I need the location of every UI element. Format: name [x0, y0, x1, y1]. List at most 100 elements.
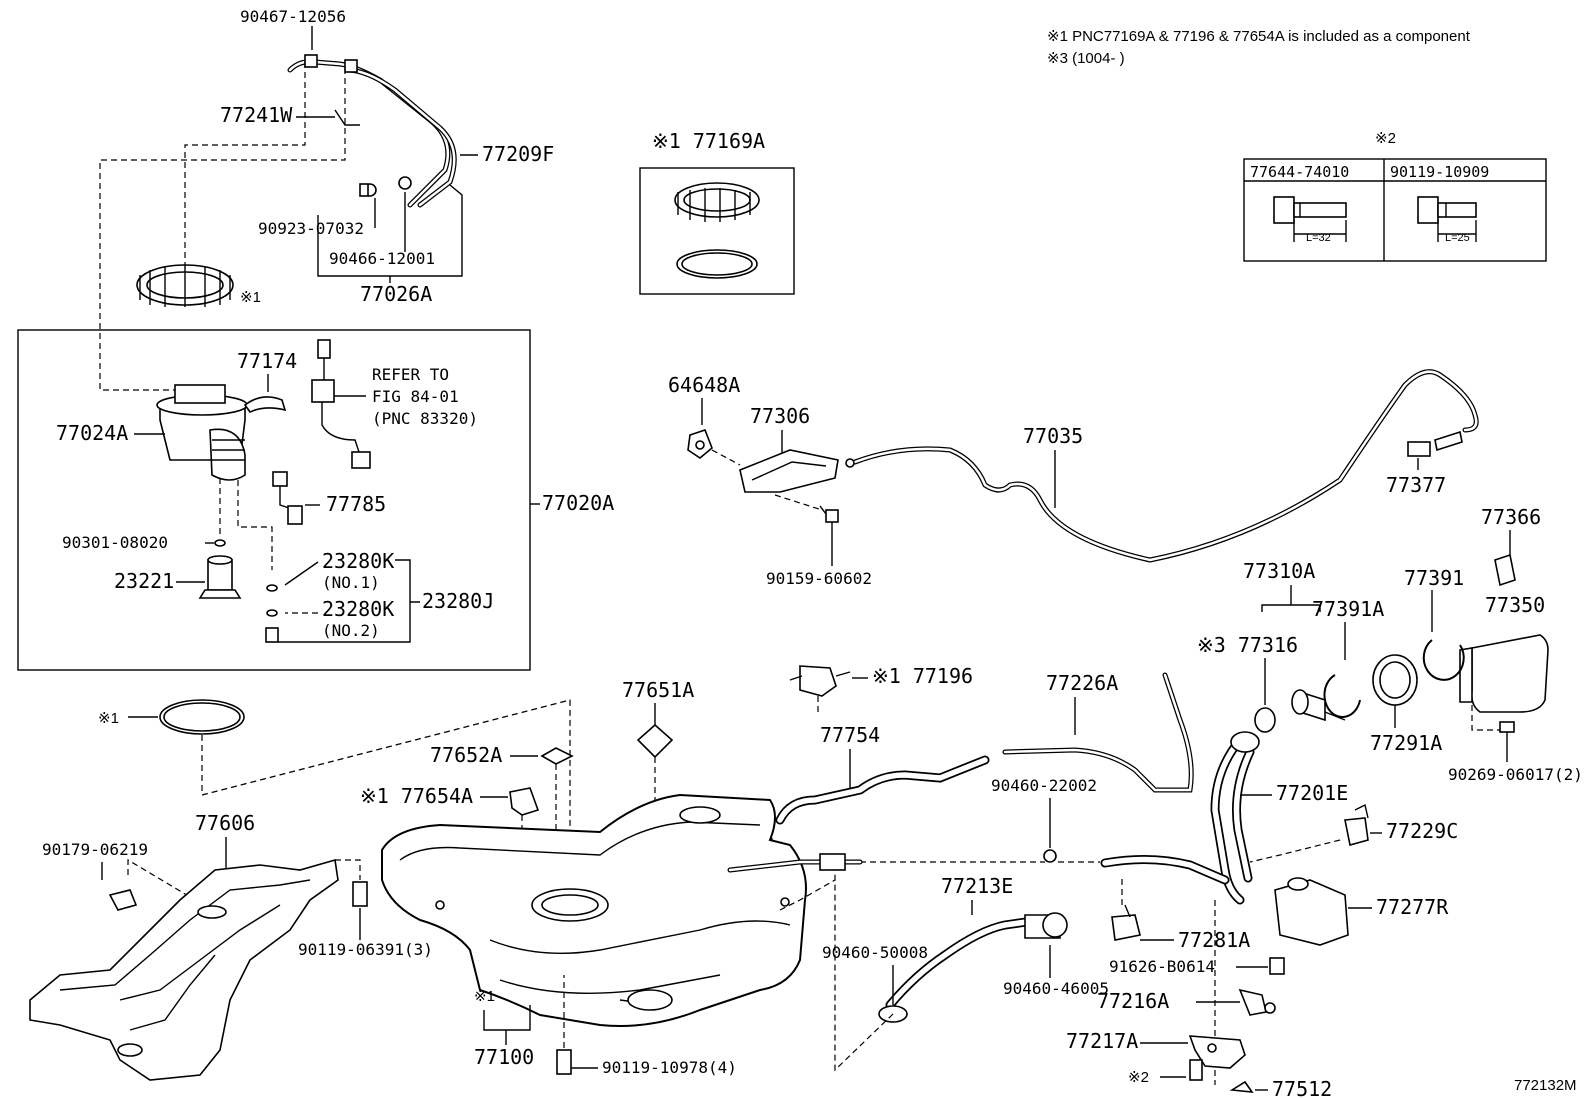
tank-protector-icon [29, 858, 339, 1081]
vent-tube-77226A-icon [1002, 672, 1194, 793]
label-77512: 77512 [1272, 1077, 1332, 1099]
refer-line-1: REFER TO [372, 365, 449, 384]
fuel-tank-icon [381, 793, 863, 1027]
lock-ring-icon [136, 264, 234, 307]
bolt-b-part-number: 90119-10909 [1390, 163, 1489, 181]
label-77306: 77306 [750, 404, 810, 428]
bracket-icon [243, 396, 287, 414]
label-77754: 77754 [820, 723, 880, 747]
vent-hose-77754-icon [775, 755, 990, 825]
clip-77366-icon [1494, 553, 1516, 587]
bolt-b-length: L=25 [1445, 232, 1470, 244]
label-77209F: 77209F [482, 142, 554, 166]
label-77377: 77377 [1386, 473, 1446, 497]
label-90923-07032: 90923-07032 [258, 219, 364, 238]
label-77024A: 77024A [56, 421, 128, 445]
label-90269-06017: 90269-06017(2) [1448, 765, 1583, 784]
clip-77512-icon [1229, 1080, 1254, 1093]
label-77391: 77391 [1404, 566, 1464, 590]
filler-pipe-icon [1100, 731, 1260, 905]
pad-77652A-icon [540, 747, 574, 765]
clip-64648A-icon [687, 429, 713, 459]
clamp-77216A-icon [1238, 988, 1276, 1016]
label-77226A: 77226A [1046, 671, 1118, 695]
clip-icon [359, 176, 412, 197]
label-77785: 77785 [326, 492, 386, 516]
label-90301-08020: 90301-08020 [62, 533, 168, 552]
label-23280K-no1-sub: (NO.1) [322, 573, 380, 592]
pad-77651A-icon [636, 723, 674, 759]
label-77350: 77350 [1485, 593, 1545, 617]
filler-protector-icon [1274, 877, 1349, 946]
bolt-table: 77644-74010 90119-10909 L=32 L=25 [1243, 158, 1547, 262]
label-23280K-no1: 23280K [322, 549, 394, 573]
bolt-90119-10978-icon [556, 1049, 572, 1075]
bolt-table-mark: ※2 [1375, 130, 1396, 147]
o-ring-no1-icon [266, 584, 278, 592]
label-90460-46005: 90460-46005 [1003, 979, 1109, 998]
label-77291A: 77291A [1370, 731, 1442, 755]
valve-icon [265, 627, 279, 643]
fuel-tube-icon [287, 54, 457, 208]
fuel-lid-icon [1459, 634, 1549, 713]
label-77310A: 77310A [1243, 559, 1315, 583]
refer-line-3: (PNC 83320) [372, 409, 478, 428]
bolt-b-icon [1417, 196, 1477, 242]
gasket-mark: ※1 [98, 710, 119, 727]
valve-77654A-icon [509, 787, 540, 816]
label-77316: ※3 77316 [1197, 633, 1298, 657]
clip-77281A-icon [1111, 904, 1141, 941]
bolt-a-part-number: 77644-74010 [1250, 163, 1349, 181]
label-23280K-no2: 23280K [322, 597, 394, 621]
bracket-77217A-icon [1188, 1035, 1246, 1069]
figure-code: 772132M [1514, 1077, 1577, 1094]
label-23280K-no2-sub: (NO.2) [322, 621, 380, 640]
seal-ring-icons [1323, 639, 1465, 718]
lock-ring-mark: ※1 [240, 289, 261, 306]
breather-hose-icon [885, 912, 1068, 1010]
label-90460-22002: 90460-22002 [991, 776, 1097, 795]
label-77169A: ※1 77169A [652, 129, 765, 153]
label-77174: 77174 [237, 349, 297, 373]
sender-wire-icon [272, 471, 303, 525]
fuel-pump-assembly-box [17, 329, 531, 671]
label-77606: 77606 [195, 811, 255, 835]
o-ring-no2-icon [266, 609, 278, 617]
tank-mark: ※1 [474, 988, 495, 1005]
opener-lever-icon [739, 449, 839, 493]
opener-cable-icon [845, 369, 1479, 563]
label-77366: 77366 [1481, 505, 1541, 529]
label-77026A: 77026A [360, 282, 432, 306]
screw-90269-icon [1499, 721, 1515, 733]
note-component: ※1 PNC77169A & 77196 & 77654A is include… [1047, 28, 1471, 45]
label-23221: 23221 [114, 569, 174, 593]
label-90467-12056: 90467-12056 [240, 7, 346, 26]
label-77391A: 77391A [1312, 597, 1384, 621]
label-77196: ※1 77196 [872, 664, 973, 688]
fuel-filter-icon [198, 555, 242, 599]
label-77241W: 77241W [220, 103, 293, 127]
label-77020A: 77020A [542, 491, 614, 515]
bolt-a-length: L=32 [1306, 232, 1331, 244]
label-90119-10978: 90119-10978(4) [602, 1058, 737, 1077]
label-77281A: 77281A [1178, 928, 1250, 952]
bolt-a-icon [1273, 196, 1347, 242]
bracket-mark: ※2 [1128, 1069, 1149, 1086]
bolt-91626-icon [1269, 957, 1285, 975]
label-90179-06219: 90179-06219 [42, 840, 148, 859]
label-77217A: 77217A [1066, 1029, 1138, 1053]
label-91626-B0614: 91626-B0614 [1109, 957, 1215, 976]
label-77035: 77035 [1023, 424, 1083, 448]
label-90119-06391: 90119-06391(3) [298, 940, 433, 959]
label-77216A: 77216A [1097, 989, 1169, 1013]
filler-cap-icon [1254, 689, 1346, 733]
label-77201E: 77201E [1276, 781, 1348, 805]
nut-90179-icon [108, 889, 138, 911]
clip-77229C-icon [1344, 803, 1369, 847]
label-23280J: 23280J [422, 589, 494, 613]
label-77654A: ※1 77654A [360, 784, 473, 808]
bolt-90119-06391-icon [352, 881, 368, 907]
hose-clamp-icon [1043, 849, 1057, 863]
label-77100: 77100 [474, 1045, 534, 1069]
